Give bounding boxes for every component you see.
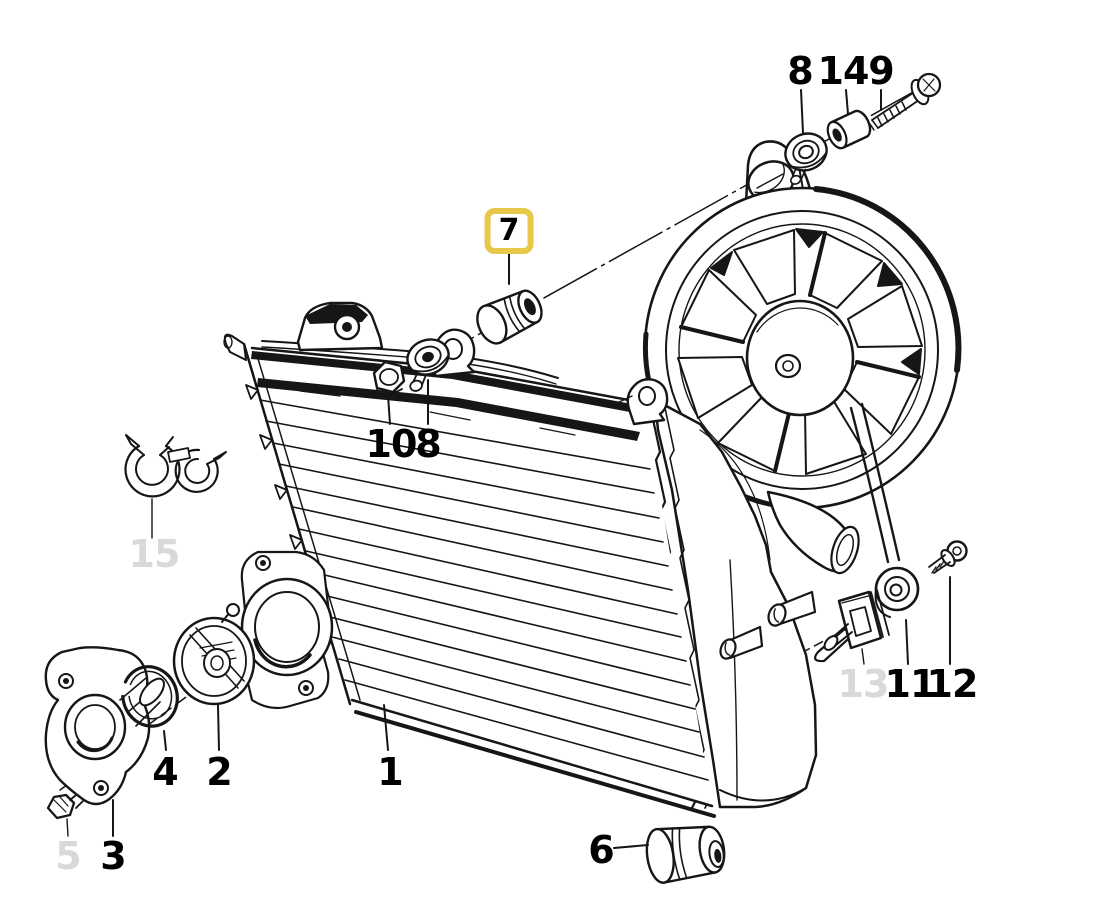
part-label-11[interactable]: 11 <box>884 662 937 706</box>
fan-assembly <box>642 140 962 510</box>
thermostat-flange <box>240 550 334 710</box>
fan-blades <box>677 228 923 475</box>
part-label-7[interactable]: 7 <box>484 208 534 254</box>
part-label-1[interactable]: 1 <box>377 750 403 794</box>
clip-13 <box>823 589 890 651</box>
bushing-7 <box>476 289 543 345</box>
bushing-14 <box>826 109 872 150</box>
bolt-9 <box>869 72 942 131</box>
o-ring-4 <box>121 665 179 728</box>
part-label-12[interactable]: 12 <box>926 662 979 706</box>
fan-hub <box>745 299 855 417</box>
washer-8-top <box>784 132 828 185</box>
bolt-5 <box>46 779 99 820</box>
screw-12 <box>928 540 968 574</box>
part-label-4[interactable]: 4 <box>152 750 178 794</box>
grommet-8-mid <box>406 338 450 392</box>
part-label-8-mid[interactable]: 8 <box>415 422 441 466</box>
part-label-8-top[interactable]: 8 <box>787 49 813 93</box>
thermostat-2 <box>172 603 256 706</box>
part-label-15[interactable]: 15 <box>128 532 181 576</box>
leader-lines <box>66 89 951 849</box>
radiator-core-fins <box>259 399 709 781</box>
part-label-5[interactable]: 5 <box>55 834 81 878</box>
part-label-9[interactable]: 9 <box>868 49 894 93</box>
bushing-6 <box>645 825 726 884</box>
radiator <box>223 301 716 818</box>
nut-10 <box>372 360 406 395</box>
part-label-3[interactable]: 3 <box>100 834 126 878</box>
part-label-10[interactable]: 10 <box>365 422 418 466</box>
part-label-13[interactable]: 13 <box>837 662 890 706</box>
part-label-2[interactable]: 2 <box>206 750 232 794</box>
part-label-14[interactable]: 14 <box>817 49 870 93</box>
part-label-6[interactable]: 6 <box>588 828 614 872</box>
hose-clamp-15 <box>124 434 227 498</box>
